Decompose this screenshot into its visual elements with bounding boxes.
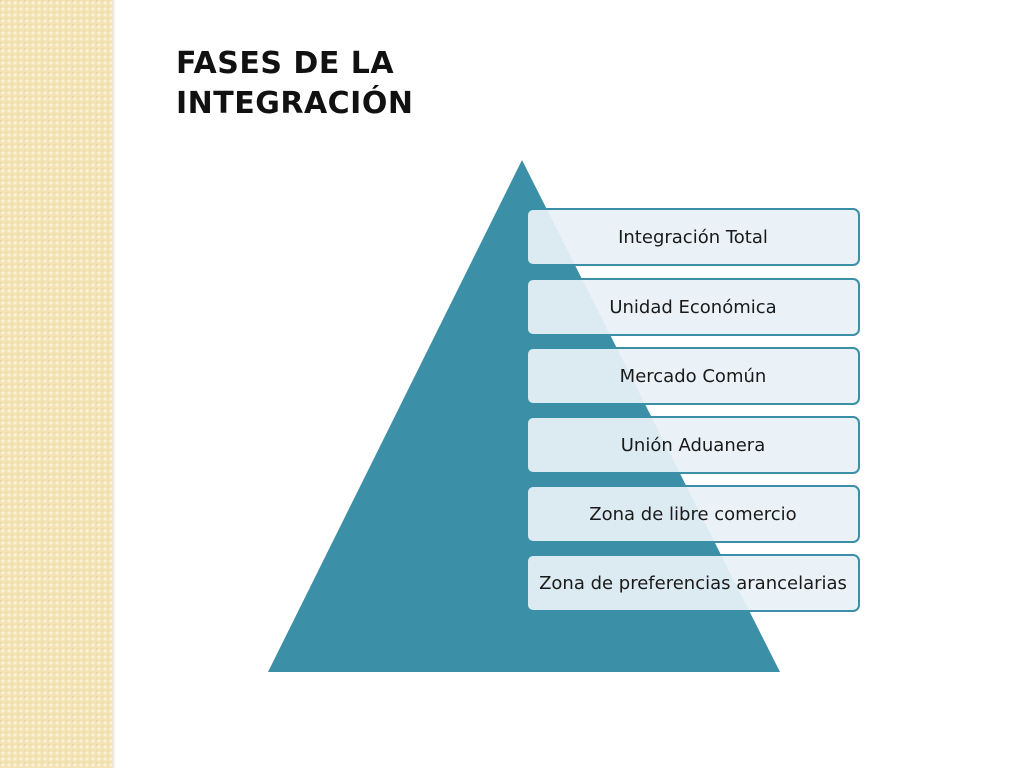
level-integracion-total: Integración Total [526, 208, 860, 266]
level-label: Unión Aduanera [620, 434, 766, 456]
level-unidad-economica: Unidad Económica [526, 278, 860, 336]
level-union-aduanera: Unión Aduanera [526, 416, 860, 474]
level-label: Zona de libre comercio [589, 503, 797, 525]
side-band-shadow [112, 0, 116, 768]
level-label: Integración Total [618, 226, 768, 248]
pyramid-triangle [268, 160, 780, 672]
level-label: Unidad Económica [609, 296, 777, 318]
level-zona-libre-comercio: Zona de libre comercio [526, 485, 860, 543]
slide-title-line-1: FASES DE LA [176, 46, 395, 81]
level-label: Zona de preferencias arancelarias [539, 572, 847, 594]
slide-title-line-2: INTEGRACIÓN [176, 86, 414, 121]
level-label: Mercado Común [619, 365, 767, 387]
level-zona-preferencias-arancelarias: Zona de preferencias arancelarias [526, 554, 860, 612]
decorative-side-band [0, 0, 112, 768]
level-mercado-comun: Mercado Común [526, 347, 860, 405]
slide-title: FASES DE LA INTEGRACIÓN [176, 44, 536, 124]
